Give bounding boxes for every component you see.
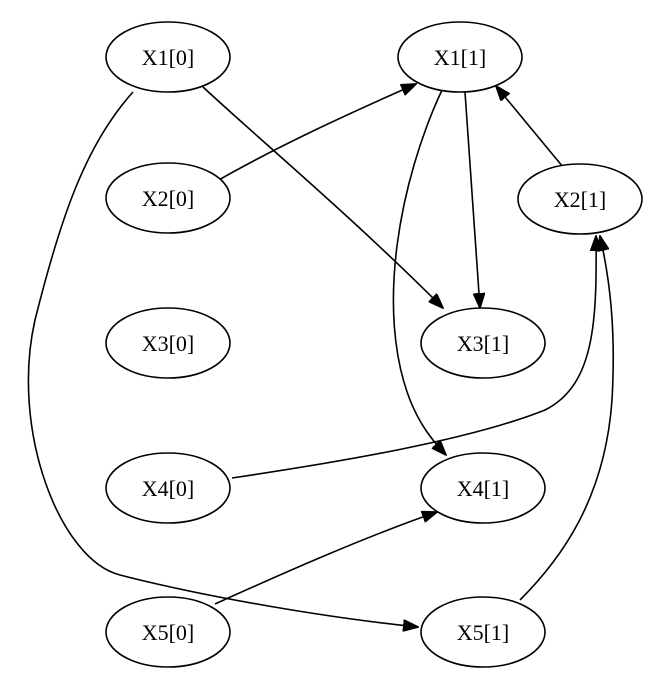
edge-x5_1-x2_1 [519,236,615,601]
node-x2-0: X2[0] [105,162,231,234]
node-label: X1[0] [142,45,195,70]
node-label: X3[1] [457,331,510,356]
node-label: X4[1] [457,476,510,501]
node-x4-1: X4[1] [420,452,546,524]
edge-x1_1-x3_1 [464,91,480,308]
edge-x1_0-x5_1 [27,91,418,627]
node-label: X5[1] [457,620,510,645]
edge-x5_0-x4_1 [214,512,437,605]
edge-x1_1-x4_1 [392,89,446,455]
node-x1-0: X1[0] [105,21,231,93]
node-label: X1[1] [434,45,487,70]
node-label: X2[0] [142,186,195,211]
edge-x4_0-x2_1 [231,236,596,479]
node-x5-1: X5[1] [420,596,546,668]
node-label: X5[0] [142,620,195,645]
node-x1-1: X1[1] [397,21,523,93]
node-x4-0: X4[0] [105,452,231,524]
node-x3-0: X3[0] [105,307,231,379]
node-label: X4[0] [142,476,195,501]
edge-x2_1-x1_1 [496,86,564,168]
node-label: X2[1] [554,187,607,212]
node-label: X3[0] [142,331,195,356]
node-x2-1: X2[1] [517,163,643,235]
node-x3-1: X3[1] [420,307,546,379]
edge-x1_0-x3_1 [202,86,443,308]
edge-x2_0-x1_1 [216,84,416,182]
node-x5-0: X5[0] [105,596,231,668]
